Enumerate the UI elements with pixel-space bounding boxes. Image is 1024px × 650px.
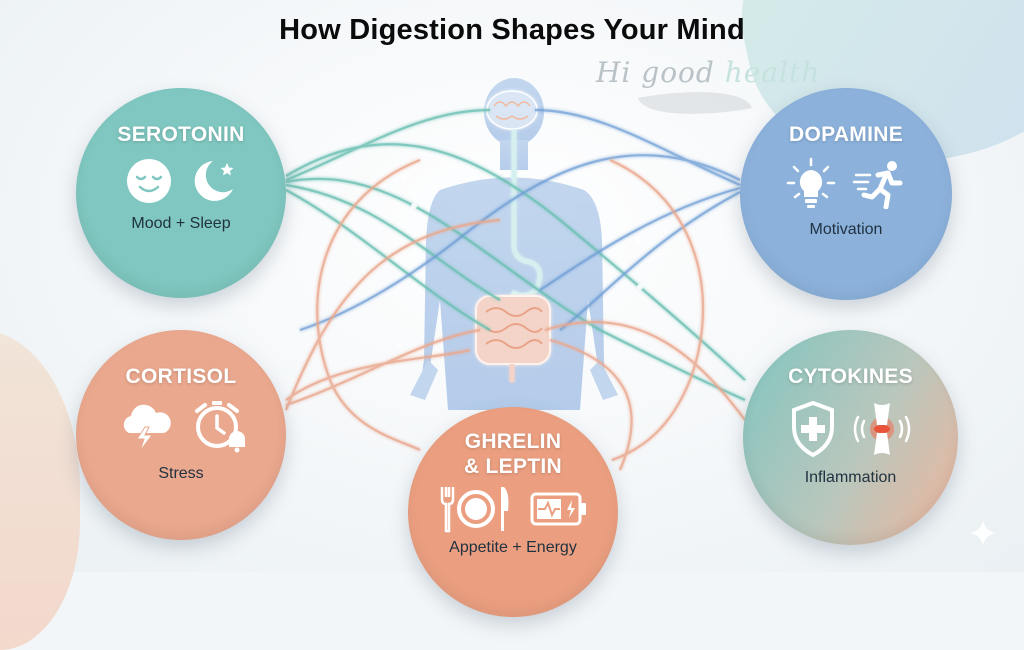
cortisol-circle: CORTISOL Stress <box>76 330 286 540</box>
cytokines-circle: CYTOKINES Inflammation <box>743 330 958 545</box>
plate-fork-knife-icon <box>440 487 509 533</box>
intestines-icon <box>475 295 551 382</box>
hormone-effect-label: Motivation <box>809 221 883 238</box>
glow-dots <box>397 175 643 348</box>
page-title: How Digestion Shapes Your Mind <box>279 14 745 46</box>
ghrelin-leptin-circle: GHRELIN& LEPTIN Appetite + Energy <box>408 407 618 617</box>
hormone-name-line2: & LEPTIN <box>463 455 563 478</box>
hormone-effect-label: Mood + Sleep <box>131 215 231 232</box>
lightbulb-icon <box>786 157 836 208</box>
serotonin-circle: SEROTONIN Mood + Sleep <box>76 88 286 298</box>
watermark-logo: Hi good health <box>596 56 820 89</box>
battery-pulse-icon <box>530 492 586 526</box>
blue-connections <box>299 108 741 332</box>
hormone-effect-label: Appetite + Energy <box>449 539 577 556</box>
watermark-text: Hi good <box>596 56 725 89</box>
running-person-icon <box>852 161 903 209</box>
moon-star-icon <box>194 161 234 201</box>
hormone-effect-label: Stress <box>158 465 204 482</box>
storm-cloud-icon <box>123 404 171 452</box>
hormone-name: SEROTONIN <box>117 123 245 146</box>
hormone-name-line1: GHRELIN <box>464 430 562 453</box>
alarm-clock-icon <box>195 401 245 453</box>
hormone-name: CORTISOL <box>125 365 237 388</box>
watermark-text-accent: health <box>724 56 821 89</box>
dopamine-circle: DOPAMINE Motivation <box>740 88 952 300</box>
sleeping-face-icon <box>127 159 171 203</box>
sparkle-icon <box>970 520 996 546</box>
hormone-name: GHRELIN& LEPTIN <box>464 429 562 479</box>
hormone-effect-label: Inflammation <box>804 469 897 486</box>
shield-cross-icon <box>791 401 834 457</box>
brain-icon <box>486 90 538 130</box>
peach-connections <box>284 158 746 471</box>
hormone-name: DOPAMINE <box>788 123 903 146</box>
hormone-name: CYTOKINES <box>788 365 913 388</box>
inflamed-joint-icon <box>853 403 910 455</box>
gut-brain-network <box>284 78 746 471</box>
